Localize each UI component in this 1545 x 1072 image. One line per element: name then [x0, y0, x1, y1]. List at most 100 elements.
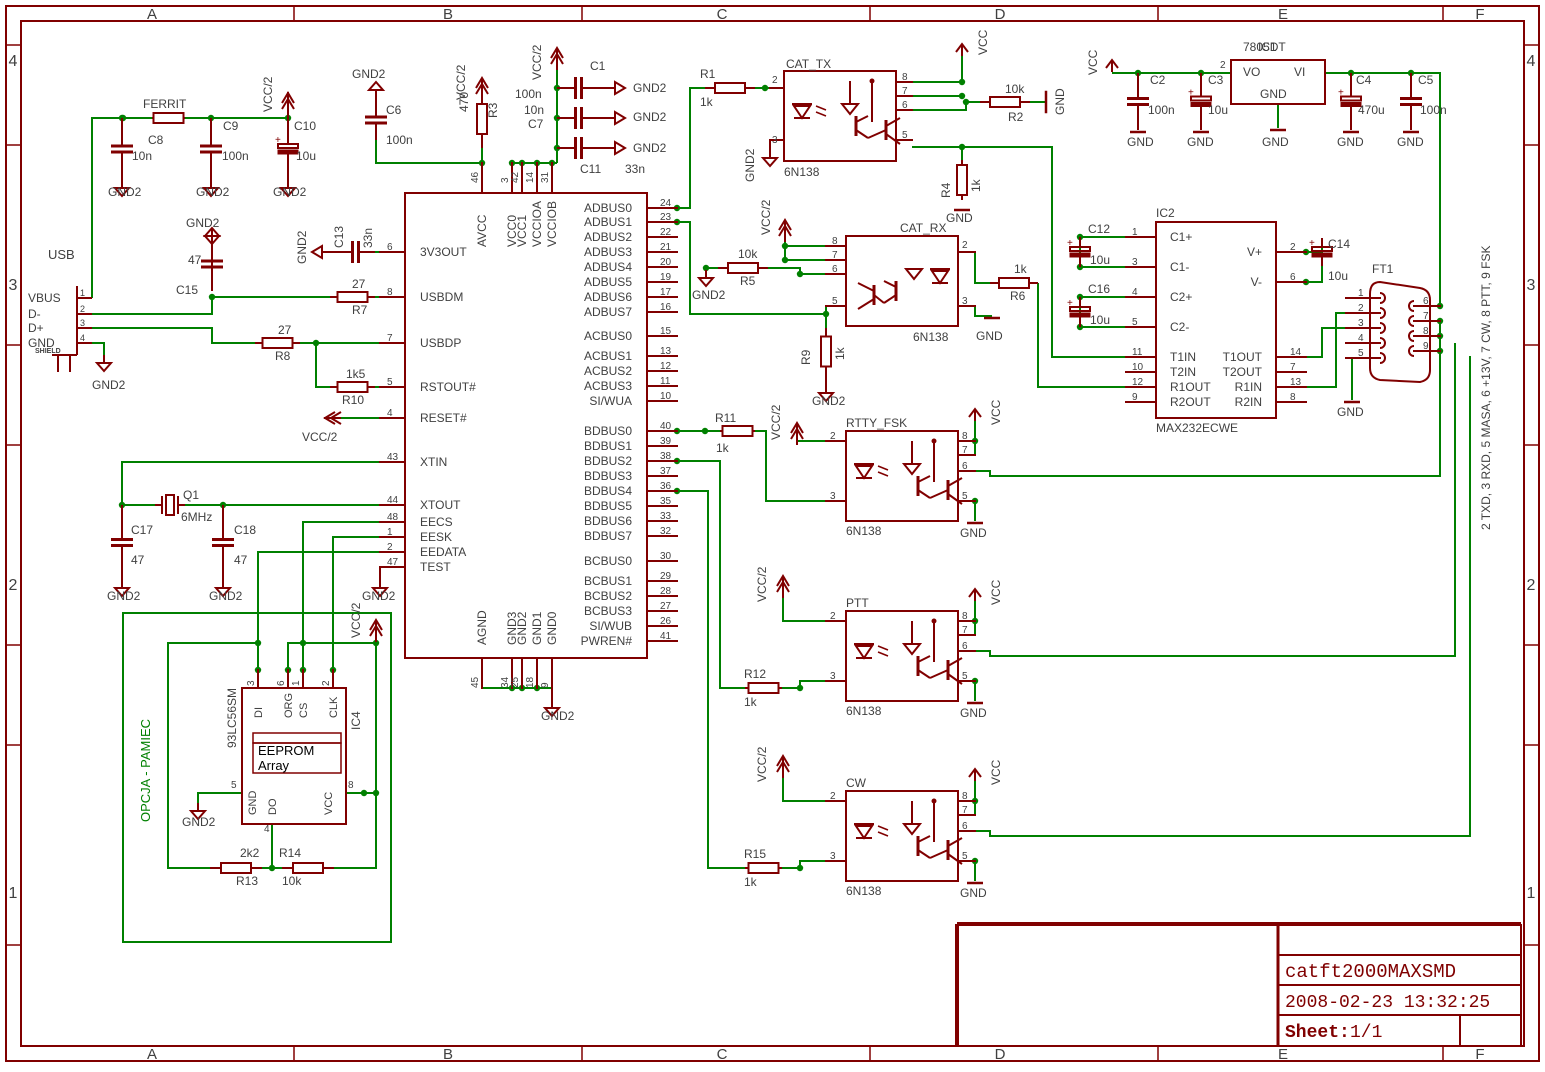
r15-value: 1k [744, 875, 758, 889]
c6-value: 100n [386, 133, 413, 147]
ftdi-pin-label: ADBUS2 [584, 230, 632, 244]
ftdi-pin-label: ACBUS0 [584, 329, 632, 343]
max232-pin-label: V- [1251, 275, 1262, 289]
cat-rx-label: CAT_RX [900, 221, 946, 235]
vcc2-label: VCC/2 [769, 404, 783, 440]
resistor-symbol [330, 381, 375, 393]
ftdi-pin-label: ADBUS5 [584, 275, 632, 289]
c15-value: 47 [188, 253, 202, 267]
junction-dot [701, 427, 709, 435]
opto-pin-number: 8 [832, 236, 838, 247]
opto-pin-number: 3 [962, 296, 968, 307]
opto-pin-number: 7 [962, 805, 968, 816]
ftdi-pin-number: 38 [660, 451, 672, 462]
db9-pin-number: 2 [1358, 303, 1364, 314]
capacitor-symbol [336, 241, 375, 263]
vcc2-label: VCC/2 [302, 430, 338, 444]
ftdi-pin-label: GND1 [530, 611, 544, 645]
r12-label: R12 [744, 667, 766, 681]
wire-catrx-gnd [974, 306, 992, 317]
vcc2-label: VCC/2 [755, 746, 769, 782]
resistor-symbol [820, 328, 832, 375]
ftdi-pin-label: ACBUS1 [584, 349, 632, 363]
vcc2-label: VCC/2 [261, 76, 275, 112]
vcc2-label: VCC/2 [349, 602, 363, 638]
ic2-value: MAX232ECWE [1156, 421, 1238, 435]
usb-pin-label: D- [28, 307, 41, 321]
ftdi-pin-number: 9 [540, 682, 551, 688]
opto-pin-number: 5 [832, 296, 838, 307]
svg-text:+: + [1338, 88, 1344, 99]
ftdi-pin-number: 17 [660, 287, 672, 298]
opto-pin-number: 5 [962, 851, 968, 862]
max232-pin-label: C1+ [1170, 230, 1192, 244]
c8-label: C8 [148, 133, 164, 147]
ftdi-pin-label: BDBUS7 [584, 529, 632, 543]
gnd2-label: GND2 [362, 589, 396, 603]
opto-pin-number: 2 [772, 75, 778, 86]
ic1-label: IC1 [1258, 40, 1277, 54]
resistor-symbol [705, 82, 755, 94]
inner-frame [20, 20, 1525, 1047]
option-label: OPCJA - PAMIEC [138, 719, 153, 822]
junction-dot [796, 684, 804, 692]
c4-value: 470u [1358, 103, 1385, 117]
electrolytic-capacitor-symbol: + [1338, 73, 1362, 130]
wire-cw-vcc2 [782, 778, 826, 802]
vcc-label: VCC [989, 579, 1003, 605]
c16-label: C16 [1088, 282, 1110, 296]
ftdi-pin-number: 33 [660, 511, 672, 522]
c14-value: 10u [1328, 269, 1348, 283]
title-name: catft2000MAXSMD [1285, 961, 1456, 983]
ftdi-pin-label: BDBUS2 [584, 454, 632, 468]
ftdi-pin-label: SI/WUA [589, 394, 632, 408]
supply-arrow [369, 618, 383, 642]
eeprom-array-top [252, 732, 342, 744]
ground-symbol [816, 385, 836, 403]
db9-pin-number: 6 [1423, 296, 1429, 307]
svg-text:+: + [1309, 238, 1315, 249]
resistor-symbol [745, 862, 782, 874]
opto-pin-number: 5 [962, 491, 968, 502]
ftdi-pin-number: 45 [470, 676, 481, 688]
eeprom-pin-label: CS [298, 703, 310, 718]
resistor-symbol [990, 277, 1038, 289]
ftdi-pin-number: 21 [660, 242, 672, 253]
ground-symbol [112, 580, 132, 598]
gnd2-label: GND2 [196, 185, 230, 199]
ftdi-pin-number: 43 [387, 452, 399, 463]
c13-label: C13 [332, 226, 346, 248]
resistor-symbol [980, 96, 1030, 108]
resistor-symbol [330, 291, 375, 303]
ftdi-pin-number: 4 [387, 408, 393, 419]
c1-label: C1 [590, 59, 606, 73]
gnd-label: GND [976, 329, 1003, 343]
supply-arrow [475, 76, 489, 100]
gnd2-label: GND2 [812, 394, 846, 408]
supply-arrow [778, 218, 792, 242]
title-date: 2008-02-23 13:32:25 [1285, 993, 1490, 1013]
max232-ic-body [1155, 221, 1277, 419]
vcc2-label: VCC/2 [530, 44, 544, 80]
supply-arrow [550, 46, 564, 70]
ftdi-pin-label: RESET# [420, 411, 467, 425]
max232-pin-number: 8 [1290, 392, 1296, 403]
svg-text:+: + [1067, 238, 1073, 249]
ftdi-pin-number: 39 [660, 436, 672, 447]
max232-pin-label: C2+ [1170, 290, 1192, 304]
gnd-label: GND [1337, 135, 1364, 149]
gnd2-label: GND2 [186, 216, 220, 230]
wire-org [287, 642, 376, 670]
wire-ptt-in [782, 680, 826, 689]
ftdi-pin-number: 18 [525, 676, 536, 688]
max232-pin-number: 1 [1132, 227, 1138, 238]
wire-usbdp [92, 327, 255, 344]
capacitor-symbol [1400, 73, 1422, 130]
components: ++++++ [52, 42, 1441, 885]
r7-value: 27 [352, 277, 366, 291]
max232-pin-label: T1OUT [1223, 350, 1263, 364]
r2-label: R2 [1008, 110, 1024, 124]
gnd2-label: GND2 [92, 378, 126, 392]
opto-pin-number: 6 [962, 461, 968, 472]
db9-pin-number: 7 [1423, 311, 1429, 322]
